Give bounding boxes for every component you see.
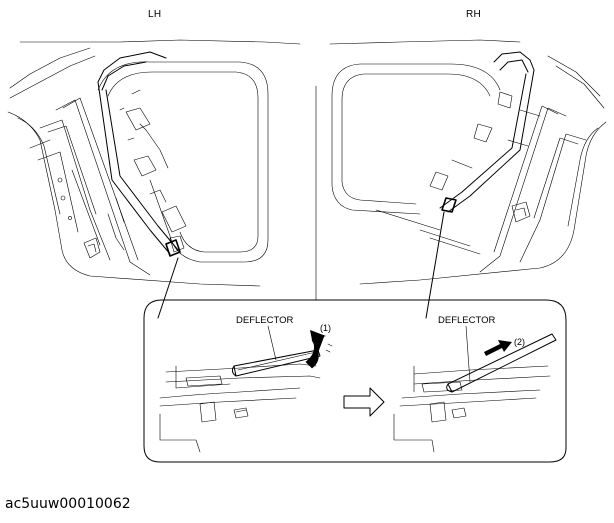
image-code: ac5uuw00010062	[5, 496, 131, 512]
deflector-label-left: DEFLECTOR	[236, 315, 294, 326]
step2-label: (2)	[514, 337, 525, 347]
rh-leader-line	[425, 211, 445, 319]
rh-view	[329, 39, 607, 285]
detail-step2	[393, 325, 557, 453]
lh-leader-line	[157, 257, 179, 319]
deflector-label-right: DEFLECTOR	[438, 315, 496, 326]
detail-frame	[143, 299, 567, 463]
lh-label: LH	[148, 9, 162, 20]
rh-label: RH	[466, 9, 482, 20]
detail-step1	[159, 325, 333, 453]
step1-label: (1)	[320, 323, 331, 333]
lh-view	[7, 39, 301, 287]
transition-arrow	[343, 387, 385, 417]
